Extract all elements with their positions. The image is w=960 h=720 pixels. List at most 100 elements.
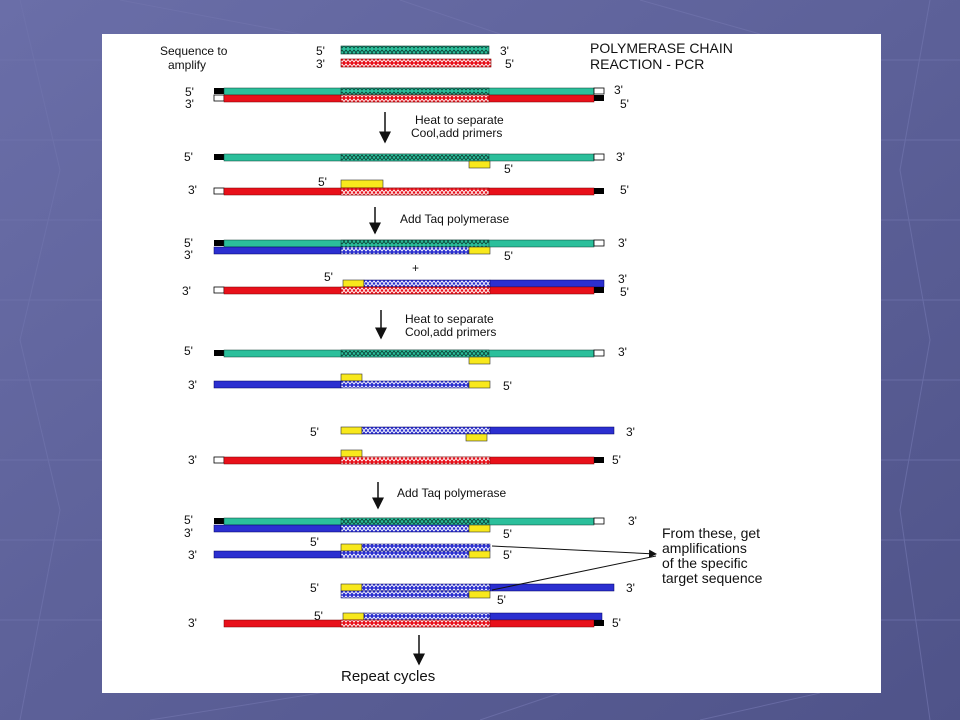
sequence-label-line1: Sequence to: [160, 44, 228, 58]
end-label: 5': [184, 236, 193, 250]
legend-3prime-bottom: 3': [316, 57, 325, 71]
annotation-text: target sequence: [662, 570, 763, 586]
target-region: [340, 87, 490, 96]
legend-3prime-top: 3': [500, 44, 509, 58]
primer: [465, 433, 488, 442]
end-label: 5': [503, 379, 512, 393]
target-region: [340, 456, 491, 465]
end-label: 5': [184, 513, 193, 527]
end-cap: [213, 187, 225, 195]
diagram-title-line2: REACTION - PCR: [590, 56, 704, 72]
pcr-diagram-panel: POLYMERASE CHAIN REACTION - PCR Sequence…: [102, 34, 881, 693]
end-cap: [214, 240, 224, 246]
end-label: 5': [504, 249, 513, 263]
end-label: 3': [626, 581, 635, 595]
target-region: [340, 619, 491, 628]
end-label: 5': [620, 285, 629, 299]
end-cap: [214, 350, 224, 356]
plus-sign: +: [412, 261, 419, 275]
primer: [340, 179, 384, 189]
end-cap: [594, 457, 604, 463]
diagram-title-line1: POLYMERASE CHAIN: [590, 40, 733, 56]
end-cap: [593, 87, 605, 95]
end-label: 3': [184, 248, 193, 262]
new-strand-target: [361, 426, 491, 435]
end-label: 5': [185, 85, 194, 99]
product-strand-target: [361, 583, 491, 592]
end-cap: [593, 517, 605, 525]
primer: [342, 279, 365, 288]
target-region: [340, 286, 491, 295]
end-label: 3': [614, 83, 623, 97]
end-label: 3': [182, 284, 191, 298]
end-label: 3': [618, 345, 627, 359]
new-strand-blue: [489, 612, 603, 621]
end-cap: [593, 239, 605, 247]
target-region: [340, 153, 490, 162]
target-region: [340, 517, 490, 526]
end-label: 3': [618, 236, 627, 250]
end-label: 3': [618, 272, 627, 286]
sequence-label-line2: amplify: [168, 58, 206, 72]
annotation-pointer-arrow: [491, 555, 657, 591]
primer: [340, 449, 363, 458]
step-label: Cool,add primers: [405, 325, 496, 339]
legend-5prime-top: 5': [316, 44, 325, 58]
end-label: 3': [188, 378, 197, 392]
annotation-text: amplifications: [662, 540, 747, 556]
primer: [340, 543, 363, 552]
step-label: Heat to separate: [405, 312, 494, 326]
end-label: 3': [188, 548, 197, 562]
end-label: 3': [188, 183, 197, 197]
end-cap: [214, 88, 224, 94]
end-cap: [214, 154, 224, 160]
end-label: 3': [626, 425, 635, 439]
pcr-diagram: POLYMERASE CHAIN REACTION - PCR Sequence…: [160, 40, 763, 685]
end-cap: [594, 287, 604, 293]
primer: [468, 380, 491, 389]
end-cap: [214, 518, 224, 524]
end-cap: [213, 94, 225, 102]
end-cap: [594, 95, 604, 101]
step-label: Add Taq polymerase: [400, 212, 510, 226]
end-cap: [213, 286, 225, 294]
end-cap: [593, 153, 605, 161]
primer: [340, 373, 363, 382]
annotation-pointer-arrow: [491, 545, 657, 558]
end-label: 5': [310, 425, 319, 439]
new-strand-blue: [213, 524, 342, 533]
end-label: 5': [612, 453, 621, 467]
new-strand-target: [340, 246, 470, 255]
primer: [468, 590, 491, 599]
new-strand-blue: [213, 550, 342, 559]
new-strand-blue: [489, 279, 605, 288]
primer: [468, 550, 491, 559]
end-label: 5': [503, 548, 512, 562]
primer: [340, 426, 363, 435]
target-region: [340, 349, 490, 358]
product-strand-target: [340, 590, 470, 599]
primer: [340, 583, 363, 592]
end-cap: [213, 456, 225, 464]
new-strand-blue: [489, 583, 615, 592]
primer: [468, 246, 491, 255]
product-strand-target: [340, 550, 470, 559]
primer: [468, 524, 491, 533]
legend-target-bottom-strand: [340, 58, 492, 68]
end-label: 3': [188, 453, 197, 467]
target-region: [340, 94, 490, 103]
legend-5prime-bottom: 5': [505, 57, 514, 71]
new-strand-target: [340, 524, 470, 533]
end-label: 5': [318, 175, 327, 189]
final-step-label: Repeat cycles: [341, 668, 435, 685]
end-label: 5': [184, 344, 193, 358]
new-strand-blue: [213, 380, 342, 389]
end-label: 5': [497, 593, 506, 607]
product-strand-target: [361, 543, 491, 552]
end-label: 5': [504, 162, 513, 176]
new-strand-target: [363, 612, 491, 621]
annotation-text: From these, get: [662, 525, 760, 541]
end-label: 5': [620, 183, 629, 197]
step-label: Cool,add primers: [411, 126, 502, 140]
new-strand-target: [363, 279, 491, 288]
